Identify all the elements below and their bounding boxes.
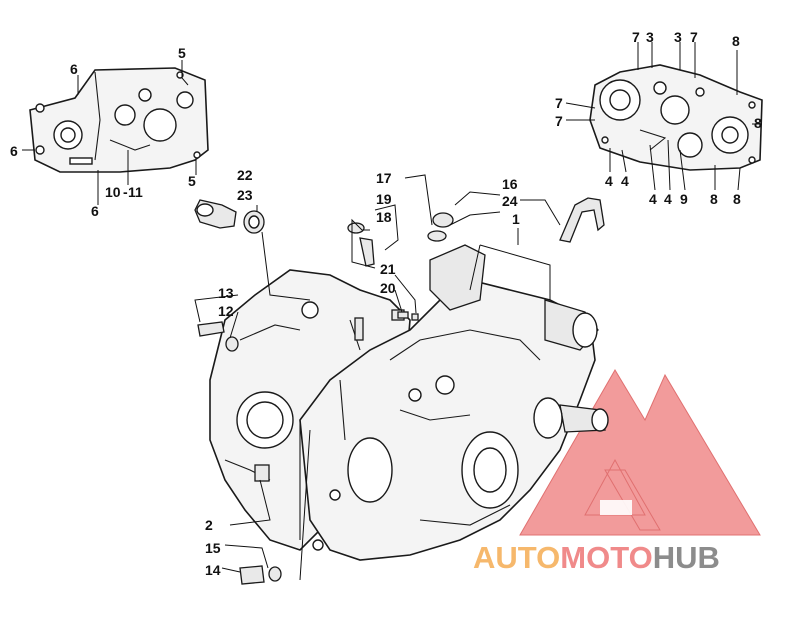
loose-parts-drawing: [194, 197, 605, 585]
callout-24: 24: [502, 193, 518, 209]
callout-8-right: 8: [754, 115, 762, 131]
callout-4-a: 4: [605, 173, 613, 189]
callout-11: 11: [128, 184, 143, 200]
watermark-brand-hub: HUB: [653, 540, 720, 575]
callout-7-left-b: 7: [555, 113, 563, 129]
callout-5-top: 5: [178, 45, 186, 61]
callout-9: 9: [680, 191, 688, 207]
callout-6-bottom: 6: [91, 203, 99, 219]
callout-1: 1: [512, 211, 520, 227]
callout-7-top-a: 7: [632, 29, 640, 45]
main-crankcase-drawing: [209, 244, 609, 561]
callout-15: 15: [205, 540, 221, 556]
callout-19: 19: [376, 191, 392, 207]
watermark-brand-auto: AUTO: [473, 540, 560, 575]
callout-4-d: 4: [664, 191, 672, 207]
leader-lines: [22, 42, 762, 581]
callout-labels: 5 6 6 6 10 - 11 5 7 3 3 7 8 7 7 8 4 4 4 …: [10, 29, 762, 578]
left-case-cover-drawing: [29, 67, 209, 173]
callout-18: 18: [376, 209, 392, 225]
callout-12: 12: [218, 303, 234, 319]
watermark-brand-moto: MOTO: [560, 540, 652, 575]
callout-3-top-b: 3: [674, 29, 682, 45]
callout-8-bottom-a: 8: [710, 191, 718, 207]
svg-text:AUTOMOTOHUB: AUTOMOTOHUB: [473, 540, 720, 575]
callout-23: 23: [237, 187, 253, 203]
callout-8-top: 8: [732, 33, 740, 49]
callout-16: 16: [502, 176, 518, 192]
right-case-cover-drawing: [589, 64, 763, 171]
callout-8-bottom-b: 8: [733, 191, 741, 207]
callout-7-top-b: 7: [690, 29, 698, 45]
callout-6-top: 6: [70, 61, 78, 77]
watermark-logo: AUTOMOTOHUB: [473, 369, 761, 575]
callout-14: 14: [205, 562, 221, 578]
callout-2: 2: [205, 517, 213, 533]
callout-3-top-a: 3: [646, 29, 654, 45]
callout-5-bottom: 5: [188, 173, 196, 189]
callout-10: 10: [105, 184, 121, 200]
callout-21: 21: [380, 261, 396, 277]
callout-separator: -: [123, 184, 128, 200]
callout-13: 13: [218, 285, 234, 301]
callout-20: 20: [380, 280, 396, 296]
callout-4-c: 4: [649, 191, 657, 207]
callout-17: 17: [376, 170, 392, 186]
callout-6-left: 6: [10, 143, 18, 159]
callout-22: 22: [237, 167, 253, 183]
callout-7-left-a: 7: [555, 95, 563, 111]
callout-4-b: 4: [621, 173, 629, 189]
